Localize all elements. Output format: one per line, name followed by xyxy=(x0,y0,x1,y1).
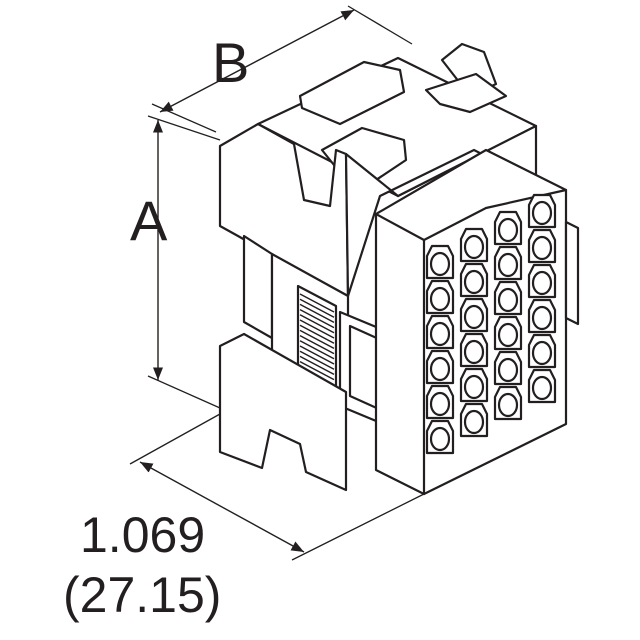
cavity-hole xyxy=(463,339,485,365)
mid-recess xyxy=(242,234,274,340)
grip-rib xyxy=(299,308,335,329)
contact-cavity xyxy=(527,368,557,404)
cavity-hole xyxy=(463,374,485,400)
dimension-length: 1.069 (27.15) xyxy=(63,413,425,623)
dimension-b: B xyxy=(151,5,413,133)
cavity-hole xyxy=(429,426,451,452)
extension-line xyxy=(147,115,221,141)
cavity-hole xyxy=(531,270,553,296)
cavity-hole xyxy=(429,251,451,277)
grip-rib xyxy=(299,314,335,334)
latch-ramp xyxy=(298,60,406,126)
contact-cavity xyxy=(493,350,523,386)
dimension-label-a: A xyxy=(130,189,168,252)
cavity-hole xyxy=(429,391,451,417)
grip-rib xyxy=(299,350,335,370)
cavity-hole xyxy=(497,392,519,418)
cavity-hole xyxy=(463,409,485,435)
cavity-hole xyxy=(497,287,519,313)
grip-rib xyxy=(299,303,335,324)
mating-face-edge xyxy=(374,188,568,242)
grip-rib xyxy=(299,334,335,355)
contact-cavity xyxy=(425,279,455,315)
cavity-hole xyxy=(531,305,553,331)
cavity-hole xyxy=(497,252,519,278)
contact-cavity xyxy=(425,419,455,455)
contact-cavity xyxy=(493,315,523,351)
grip-rib xyxy=(299,360,335,381)
contact-cavity xyxy=(425,314,455,350)
cavity-hole xyxy=(531,200,553,226)
latch-ramp xyxy=(424,72,508,114)
contact-cavity xyxy=(425,349,455,385)
cavity-hole xyxy=(531,340,553,366)
extension-line xyxy=(147,375,221,409)
grip-rib xyxy=(299,324,335,344)
contact-cavity xyxy=(493,245,523,281)
contact-cavity xyxy=(527,263,557,299)
cavity-hole xyxy=(531,235,553,261)
contact-cavity xyxy=(459,227,489,263)
cavity-hole xyxy=(497,217,519,243)
grip-rib xyxy=(299,319,335,339)
contact-cavity xyxy=(493,385,523,421)
dimension-line-b xyxy=(159,9,355,113)
contact-cavity xyxy=(459,297,489,333)
contact-cavity xyxy=(459,332,489,368)
connector-body xyxy=(218,42,580,496)
cavity-hole xyxy=(497,357,519,383)
upper-housing xyxy=(218,122,350,298)
cavity-hole xyxy=(463,234,485,260)
contact-cavity xyxy=(459,402,489,438)
extension-line xyxy=(347,5,413,45)
contact-cavity xyxy=(493,280,523,316)
cavity-hole xyxy=(531,375,553,401)
dimension-value-inches: 1.069 xyxy=(80,507,205,563)
cavity-hole xyxy=(429,286,451,312)
extension-line xyxy=(129,413,221,465)
cavity-hole xyxy=(463,304,485,330)
cavity-hole xyxy=(429,321,451,347)
grip-rib xyxy=(299,355,335,376)
contact-cavity xyxy=(527,193,557,229)
dimension-a: A xyxy=(130,115,221,409)
contact-cavity xyxy=(493,210,523,246)
cavity-hole xyxy=(463,269,485,295)
grip-rib xyxy=(299,340,335,360)
cavity-grid xyxy=(425,193,557,455)
grip-rib xyxy=(299,345,335,365)
grip-rib xyxy=(299,329,335,350)
cavity-hole xyxy=(429,356,451,382)
lower-housing xyxy=(218,332,348,492)
grip-rib xyxy=(299,298,335,318)
contact-cavity xyxy=(459,367,489,403)
contact-cavity xyxy=(425,384,455,420)
contact-cavity xyxy=(425,244,455,280)
cavity-hole xyxy=(497,322,519,348)
grip-rib xyxy=(299,293,335,313)
contact-cavity xyxy=(527,298,557,334)
dimension-label-b: B xyxy=(212,31,249,94)
dimension-line-length xyxy=(139,461,305,553)
extension-line xyxy=(291,493,425,561)
contact-cavity xyxy=(459,262,489,298)
polarization-rail xyxy=(564,220,580,326)
dimension-value-mm: (27.15) xyxy=(63,567,221,623)
contact-cavity xyxy=(527,228,557,264)
contact-cavity xyxy=(527,333,557,369)
